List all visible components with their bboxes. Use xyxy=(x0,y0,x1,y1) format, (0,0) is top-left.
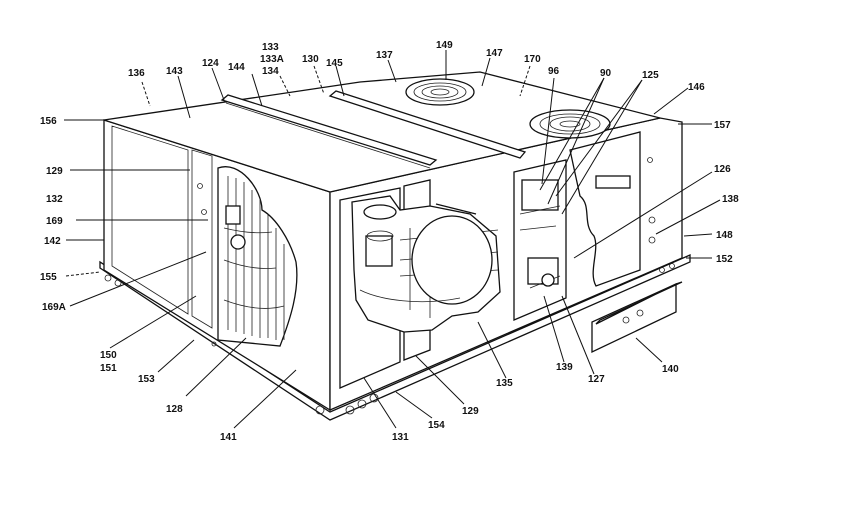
label-127: 127 xyxy=(588,374,605,385)
condenser-fan-right xyxy=(529,109,611,139)
label-129-bottom: 129 xyxy=(462,406,479,417)
label-136: 136 xyxy=(128,68,145,79)
label-131: 131 xyxy=(392,432,409,443)
label-148: 148 xyxy=(716,230,733,241)
label-145: 145 xyxy=(326,58,343,69)
label-139: 139 xyxy=(556,362,573,373)
callout-labels: 136 143 124 144 133 133A 134 130 145 137… xyxy=(40,40,739,443)
label-169a: 169A xyxy=(42,302,66,313)
label-153: 153 xyxy=(138,374,155,385)
label-128: 128 xyxy=(166,404,183,415)
label-154: 154 xyxy=(428,420,445,431)
label-125: 125 xyxy=(642,70,659,81)
label-155: 155 xyxy=(40,272,57,283)
label-135: 135 xyxy=(496,378,513,389)
label-152: 152 xyxy=(716,254,733,265)
label-96: 96 xyxy=(548,66,560,77)
label-133a: 133A xyxy=(260,54,284,65)
label-126: 126 xyxy=(714,164,731,175)
label-133: 133 xyxy=(262,42,279,53)
blower-compartment xyxy=(339,179,501,389)
top-ridge xyxy=(220,90,527,169)
label-130: 130 xyxy=(302,54,319,65)
label-150: 150 xyxy=(100,350,117,361)
label-143: 143 xyxy=(166,66,183,77)
label-147: 147 xyxy=(486,48,503,59)
label-151: 151 xyxy=(100,363,117,374)
side-panel-140 xyxy=(591,281,683,354)
label-144: 144 xyxy=(228,62,245,73)
left-access-panel xyxy=(104,125,217,347)
condenser-fan-left xyxy=(405,78,475,106)
label-138: 138 xyxy=(722,194,739,205)
label-140: 140 xyxy=(662,364,679,375)
label-157: 157 xyxy=(714,120,731,131)
label-132: 132 xyxy=(46,194,63,205)
label-156: 156 xyxy=(40,116,57,127)
base-rail xyxy=(99,254,691,421)
label-124: 124 xyxy=(202,58,219,69)
label-146: 146 xyxy=(688,82,705,93)
label-142: 142 xyxy=(44,236,61,247)
label-137: 137 xyxy=(376,50,393,61)
label-169: 169 xyxy=(46,216,63,227)
label-134: 134 xyxy=(262,66,279,77)
label-129-top: 129 xyxy=(46,166,63,177)
label-90: 90 xyxy=(600,68,612,79)
label-141: 141 xyxy=(220,432,237,443)
leader-lines xyxy=(64,50,721,429)
label-170: 170 xyxy=(524,54,541,65)
evaporator-coil-cutaway xyxy=(217,166,298,347)
label-149: 149 xyxy=(436,40,453,51)
